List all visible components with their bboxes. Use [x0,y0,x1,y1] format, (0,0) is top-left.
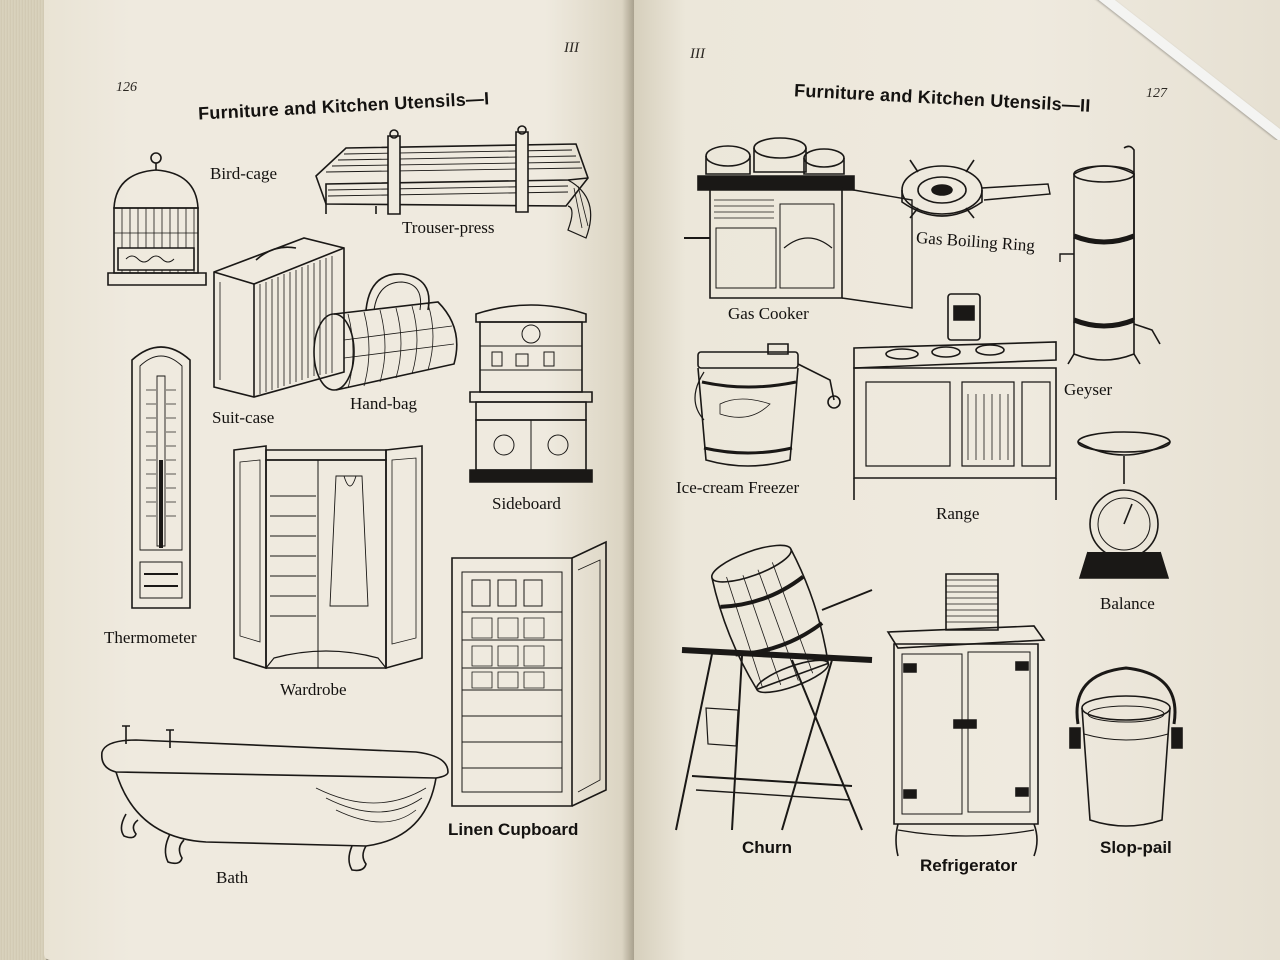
bookmark-ribbon [1080,0,1280,140]
page-edges [0,0,47,960]
gas-boiling-ring-illustration [898,150,1058,230]
label-linen-cupboard: Linen Cupboard [448,820,579,839]
label-refrigerator: Refrigerator [920,856,1018,875]
label-gas-cooker: Gas Cooker [728,304,809,323]
label-slop-pail: Slop-pail [1100,838,1172,857]
label-bird-cage: Bird-cage [210,164,278,183]
label-thermometer: Thermometer [104,628,197,647]
thermometer-illustration [126,340,196,612]
balance-illustration [1074,428,1174,588]
linen-cupboard-illustration [446,540,616,810]
right-page: III 127 Furniture and Kitchen Utensils—I… [634,0,1280,960]
left-chapter-number: III [564,40,579,56]
range-illustration [850,290,1064,504]
label-suit-case: Suit-case [212,408,275,427]
label-churn: Churn [742,838,793,857]
left-page-number: 126 [116,80,137,95]
label-balance: Balance [1100,594,1155,613]
hand-bag-illustration [308,268,468,398]
label-geyser: Geyser [1064,380,1113,399]
geyser-illustration [1060,144,1180,374]
ice-cream-freezer-illustration [680,344,850,470]
churn-illustration [672,540,902,840]
right-page-title: Furniture and Kitchen Utensils—II [793,80,1091,116]
trouser-press-illustration [306,118,596,248]
wardrobe-illustration [226,436,426,676]
right-page-number: 127 [1146,86,1167,101]
refrigerator-illustration [884,570,1054,860]
label-ice-cream-freezer: Ice-cream Freezer [676,478,800,497]
label-gas-boiling-ring: Gas Boiling Ring [915,227,1036,256]
label-trouser-press: Trouser-press [402,218,495,237]
slop-pail-illustration [1070,664,1190,834]
label-bath: Bath [216,868,249,887]
label-wardrobe: Wardrobe [280,680,347,699]
label-range: Range [936,504,980,523]
bath-illustration [96,718,456,878]
label-hand-bag: Hand-bag [350,394,418,413]
left-page: 126 III Furniture and Kitchen Utensils—I [44,0,634,960]
gas-cooker-illustration [684,128,924,308]
bird-cage-illustration [104,148,214,303]
label-sideboard: Sideboard [492,494,561,513]
sideboard-illustration [466,300,596,485]
right-chapter-number: III [690,46,705,62]
